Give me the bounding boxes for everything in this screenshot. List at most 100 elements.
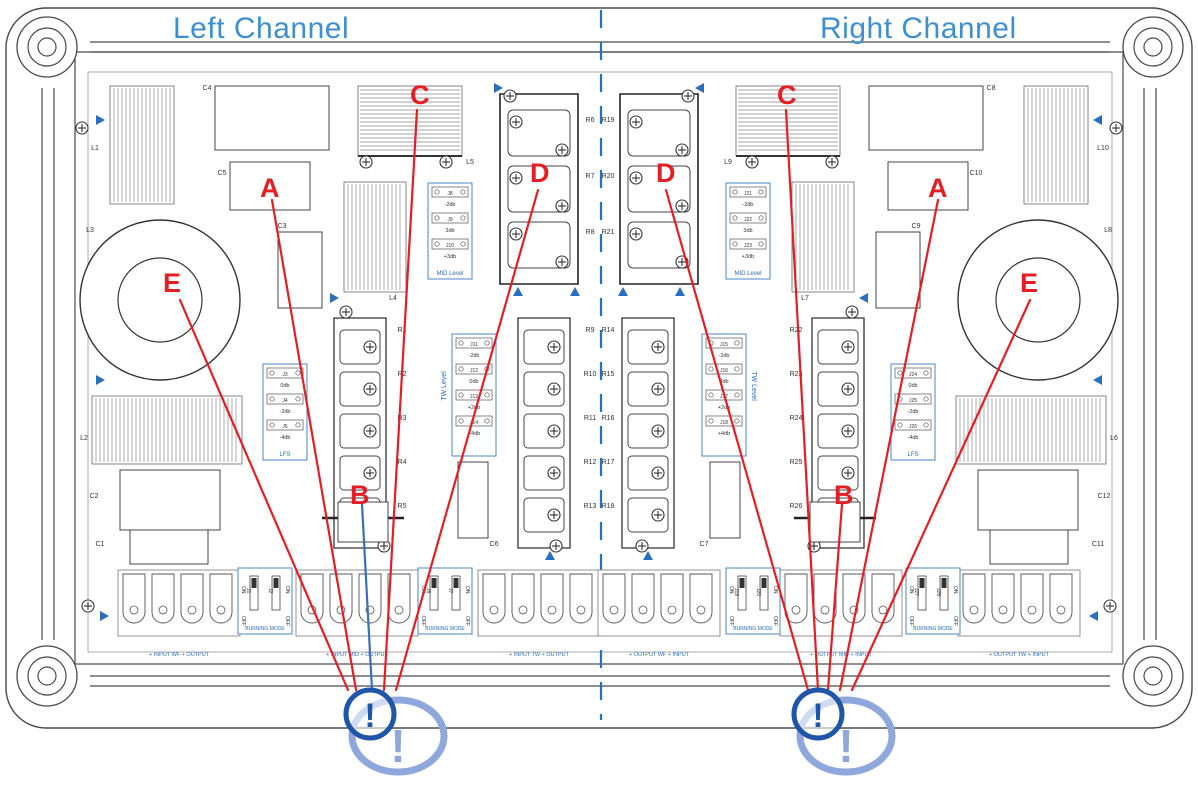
left-mid-jumpers-pin (460, 215, 466, 221)
left-mid-jumpers-pin (434, 241, 440, 247)
left-mid-jumpers-jlabel: J9 (447, 217, 453, 223)
right-bracket-body (809, 501, 861, 543)
left-terminal-block-1-terminal (122, 573, 146, 624)
left-burning-switch-2-jlabel: J7 (447, 588, 453, 594)
right-mid-jumpers-jumper (729, 238, 767, 250)
left-resistor-stack-r1-screw (363, 382, 377, 396)
left-terminal-block-1-terminal-hole (216, 605, 226, 615)
left-lfs-jumpers-frame (262, 363, 308, 461)
left-terminal-block-3-label: + INPUT TW + OUTPUT (509, 652, 570, 658)
left-coil-l1 (109, 85, 175, 205)
right-stack-screw-top (845, 305, 859, 319)
right-label-l4: L7 (801, 295, 809, 302)
right-terminal-block-3-terminal (689, 573, 713, 624)
right-resistor-stack-r9-cell (627, 413, 669, 449)
left-lfs-jumpers-jlabel: J5 (282, 424, 288, 430)
right-line-c (784, 108, 820, 692)
right-burning-switch-2-jlabel: J19 (733, 588, 739, 596)
left-heatsink-l5 (357, 85, 463, 157)
right-lfs-jumpers-pin (923, 422, 929, 428)
right-cap-c4 (868, 85, 984, 151)
right-warning-ring (791, 687, 845, 741)
left-terminal-block-2-terminal (358, 573, 382, 624)
left-lfs-jumpers-pin (269, 422, 275, 428)
right-label-c3: C9 (912, 223, 921, 230)
callout-e-right: E (1020, 268, 1039, 298)
right-mid-jumpers-footer: MID Level (734, 271, 761, 277)
left-burning-switch-1-frame (237, 567, 293, 635)
right-label-r14: R14 (602, 327, 615, 334)
left-lfs-jumpers-jumper (266, 419, 304, 431)
left-burning-switch-1-on: ON (240, 586, 246, 594)
right-burning-switch-2-on: ON (728, 586, 734, 594)
right-label-r17: R17 (602, 459, 615, 466)
left-tw-jumpers-pin (458, 366, 464, 372)
right-pcb-screw-2 (1103, 599, 1117, 613)
left-burning-switch-1-jlabel: J1 (245, 588, 251, 594)
right-label-r15: R15 (602, 371, 615, 378)
right-d-screw-a (629, 115, 643, 129)
corner-mount-hole-0 (37, 37, 57, 57)
right-d-resistor-cell (627, 221, 691, 269)
right-tw-jumpers-pin (734, 392, 740, 398)
right-burning-switch-2-label: BURNING MODE (733, 626, 773, 632)
left-lfs-jumpers-jumper (266, 367, 304, 379)
left-tw-jumpers-dblabel: +2db (468, 405, 480, 411)
right-tw-jumpers-jumper (705, 337, 743, 349)
left-terminal-block-1-terminal-hole (158, 605, 168, 615)
right-mid-jumpers-dblabel: 3db (743, 228, 752, 234)
left-terminal-block-1: + INPUT WF + OUTPUT (117, 569, 241, 658)
right-d-screw-a (629, 171, 643, 185)
left-terminal-block-3-terminal-hole (547, 605, 557, 615)
right-warning-mark: ! (812, 697, 823, 735)
left-d-screw-a (509, 171, 523, 185)
right-burning-switch-1-label: BURNING MODE (913, 626, 953, 632)
left-terminal-block-3: + INPUT TW + OUTPUT (477, 569, 601, 658)
left-burning-switch-1-label: BURNING MODE (245, 626, 285, 632)
right-terminal-block-2-terminal (784, 573, 808, 624)
right-tw-jumpers-dblabel: -2db (718, 353, 729, 359)
right-terminal-block-3-terminal (602, 573, 626, 624)
right-marker-4 (695, 83, 704, 93)
left-warning-ring (343, 687, 397, 741)
left-cap-c2 (119, 469, 221, 531)
left-lfs-jumpers-pin (269, 370, 275, 376)
right-tw-jumpers-jlabel: J15 (720, 342, 728, 348)
right-warning-icon: !! (791, 687, 896, 776)
left-pcb-screw-1 (75, 121, 89, 135)
left-resistor-stack-r1-cell (339, 413, 381, 449)
right-line-e (850, 298, 1032, 692)
right-mid-jumpers-pin (758, 241, 764, 247)
left-mid-jumpers-jlabel: J8 (447, 191, 453, 197)
right-burning-switch-2-jlabel: J20 (755, 588, 761, 596)
left-label-r11: R11 (584, 415, 596, 422)
left-burning-switch-1-jlabel: J2 (267, 588, 273, 594)
left-tw-jumpers-jumper (455, 337, 493, 349)
right-d-screw-a (629, 227, 643, 241)
right-terminal-block-3-terminal-hole (667, 605, 677, 615)
right-marker-8 (1089, 611, 1098, 621)
right-terminal-block-1-terminal-hole (998, 605, 1008, 615)
callout-c-right: C (777, 80, 797, 110)
left-resistor-stack-r9-cell (523, 413, 565, 449)
left-lfs-jumpers-pin (269, 396, 275, 402)
left-coil-l2 (91, 395, 243, 465)
right-label-r18: R18 (602, 503, 615, 510)
left-tw-jumpers-jumper (455, 363, 493, 375)
right-terminal-block-1-terminal (991, 573, 1015, 624)
right-marker-2 (859, 293, 868, 303)
right-resistor-stack-r1-screw (841, 382, 855, 396)
right-resistor-stack-r9-screw (651, 382, 665, 396)
right-channel-title: Right Channel (820, 12, 1017, 45)
right-tw-jumpers-pin (734, 366, 740, 372)
left-resistor-stack-r9-screw (547, 340, 561, 354)
right-toroid-inner (995, 257, 1081, 343)
left-terminal-block-3-terminal-hole (576, 605, 586, 615)
right-burning-switch-2-frame (725, 567, 781, 635)
right-resistor-stack-r1-cell (817, 455, 859, 491)
left-marker-2 (330, 293, 339, 303)
